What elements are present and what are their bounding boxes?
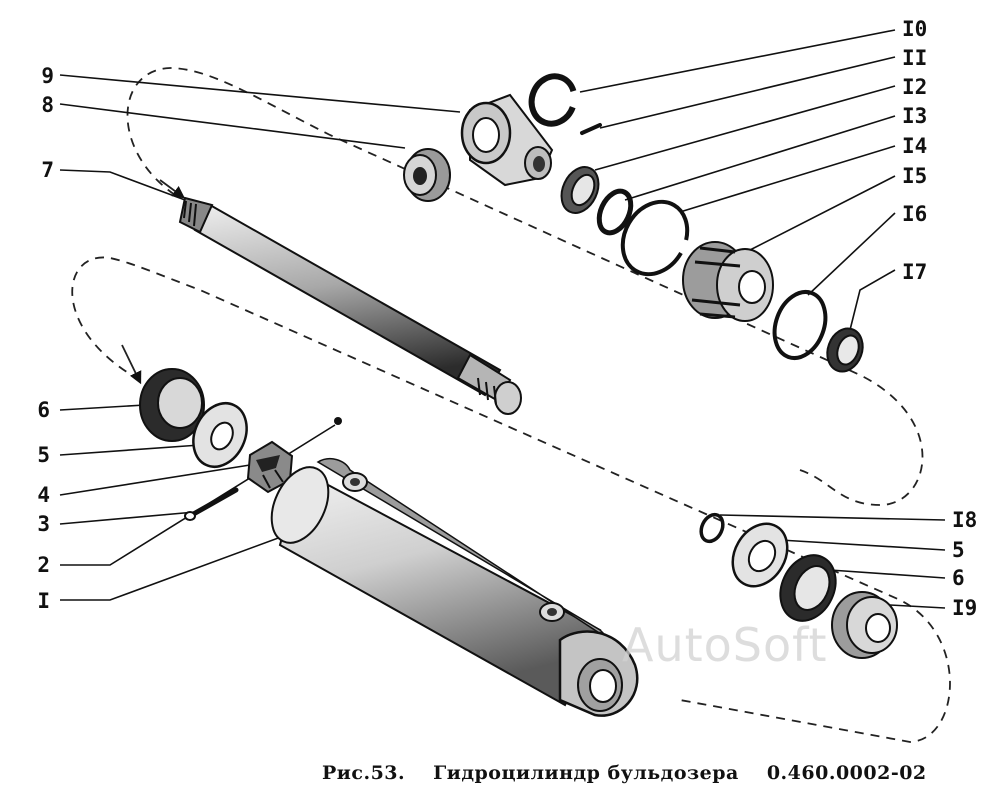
leader-13: [624, 115, 896, 201]
label-part-1: I: [37, 589, 50, 613]
dash-arrow-seal: [121, 344, 142, 385]
leader-11: [599, 56, 896, 129]
leader-19: [889, 604, 946, 609]
leader-lines: [59, 29, 946, 609]
part-13-o-ring: [596, 188, 634, 236]
leader-18: [719, 514, 946, 521]
label-part-2: 2: [37, 553, 50, 577]
part-10-snap-ring: [528, 73, 578, 127]
watermark: AutoSoft: [622, 618, 828, 672]
label-part-8: 8: [41, 93, 54, 117]
label-part-19: I9: [952, 596, 978, 620]
label-part-17: I7: [902, 260, 928, 284]
leader-6-left: [59, 404, 146, 411]
part-4-castle-nut: [246, 440, 294, 494]
label-part-14: I4: [902, 134, 928, 158]
part-16-o-ring-large: [772, 290, 828, 360]
leader-10: [579, 29, 896, 93]
leader-14: [679, 145, 896, 213]
part-8-bushing: [403, 148, 451, 202]
part-6-seal-left: [139, 368, 205, 442]
part-1-cylinder: [270, 458, 639, 717]
part-7-piston-rod: [178, 196, 522, 415]
part-9-eye-head: [460, 93, 554, 187]
caption-title: Гидроцилиндр бульдозера: [433, 762, 739, 784]
label-part-5-right: 5: [952, 538, 965, 562]
label-part-6-right: 6: [952, 566, 965, 590]
label-part-6: 6: [37, 398, 50, 422]
label-part-12: I2: [902, 75, 928, 99]
label-part-11: II: [902, 46, 928, 70]
leader-6-right: [829, 569, 946, 579]
leader-1: [60, 529, 301, 601]
label-part-5: 5: [37, 443, 50, 467]
part-5-washer-right: [731, 522, 789, 588]
label-part-9: 9: [41, 64, 54, 88]
leader-5-left: [59, 444, 201, 456]
leader-8: [59, 103, 406, 149]
leader-16: [807, 212, 896, 296]
leader-15: [749, 175, 896, 251]
label-part-18: I8: [952, 508, 978, 532]
leader-17: [849, 269, 896, 331]
part-14-split-ring: [620, 199, 690, 277]
part-5-washer-left: [192, 402, 248, 468]
part-15-piston: [682, 241, 774, 322]
part-17-guide-ring: [826, 327, 864, 373]
figure-caption: Рис.53. Гидроцилиндр бульдозера 0.460.0002…: [322, 762, 926, 784]
leader-4: [59, 464, 251, 496]
leader-7: [59, 169, 186, 201]
dash-arrow-rod: [159, 179, 186, 199]
label-part-15: I5: [902, 164, 928, 188]
label-part-10: I0: [902, 17, 928, 41]
part-2-grease-fitting: [334, 417, 342, 425]
dash-path-rod-assembly: [126, 67, 924, 506]
leader-9: [59, 74, 461, 113]
leader-12: [594, 85, 896, 171]
label-part-13: I3: [902, 104, 928, 128]
leader-3: [59, 511, 196, 525]
label-part-16: I6: [902, 202, 928, 226]
part-12-ring: [560, 166, 600, 214]
caption-figure-number: Рис.53.: [322, 762, 406, 784]
part-19-gland: [831, 591, 898, 659]
part-3-cotter-pin: [184, 487, 239, 521]
part-18-o-ring-small: [699, 512, 725, 544]
dash-path-cylinder-assembly: [71, 256, 951, 743]
label-part-7: 7: [41, 158, 54, 182]
caption-code: 0.460.0002-02: [766, 762, 927, 784]
leader-5-right: [779, 539, 946, 551]
assembly-dash-lines: [71, 67, 951, 743]
part-11-pin: [580, 123, 602, 135]
label-part-4: 4: [37, 483, 50, 507]
part-6-seal-right: [779, 554, 837, 622]
label-part-3: 3: [37, 512, 50, 536]
